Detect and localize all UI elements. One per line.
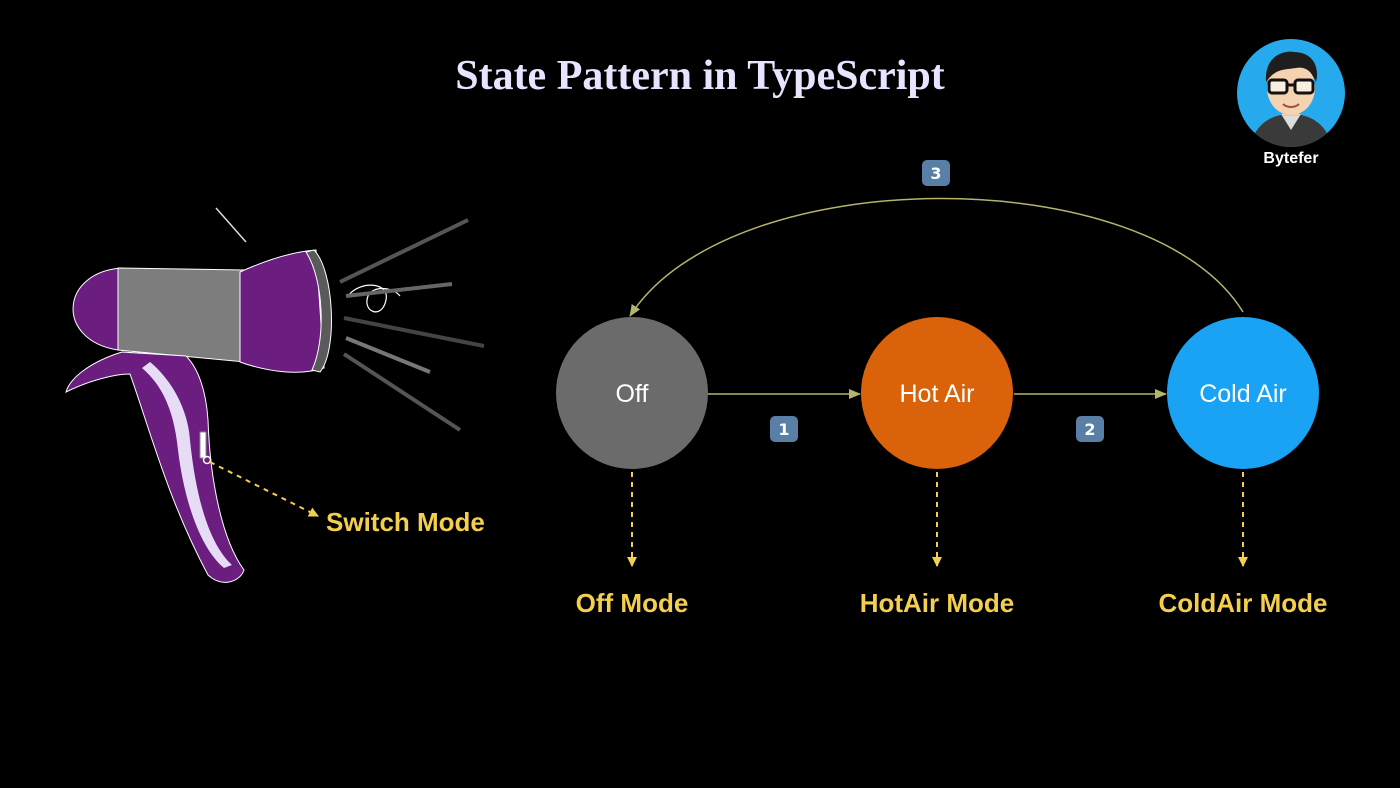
mode-label-off: Off Mode [576,588,689,618]
mode-label-hotair: HotAir Mode [860,588,1015,618]
state-label-hot-air: Hot Air [899,380,974,408]
hair-dryer-icon [65,207,485,583]
step-badge-3: 3 [922,160,950,186]
svg-text:1: 1 [778,420,789,439]
state-label-cold-air: Cold Air [1199,380,1287,408]
state-node-off: Off [556,317,708,469]
author-badge: Bytefer [1236,38,1346,178]
page-title: State Pattern in TypeScript [455,53,945,99]
switch-mode-label: Switch Mode [326,507,485,537]
step-badge-2: 2 [1076,416,1104,442]
transition-cold-to-off [629,197,1244,317]
state-node-cold-air: Cold Air [1167,317,1319,469]
mode-label-coldair: ColdAir Mode [1159,588,1328,618]
state-label-off: Off [616,380,649,408]
state-node-hot-air: Hot Air [861,317,1013,469]
avatar-icon [1237,39,1345,147]
svg-text:2: 2 [1084,420,1095,439]
step-badge-1: 1 [770,416,798,442]
author-name: Bytefer [1263,150,1319,167]
svg-text:3: 3 [930,164,941,183]
